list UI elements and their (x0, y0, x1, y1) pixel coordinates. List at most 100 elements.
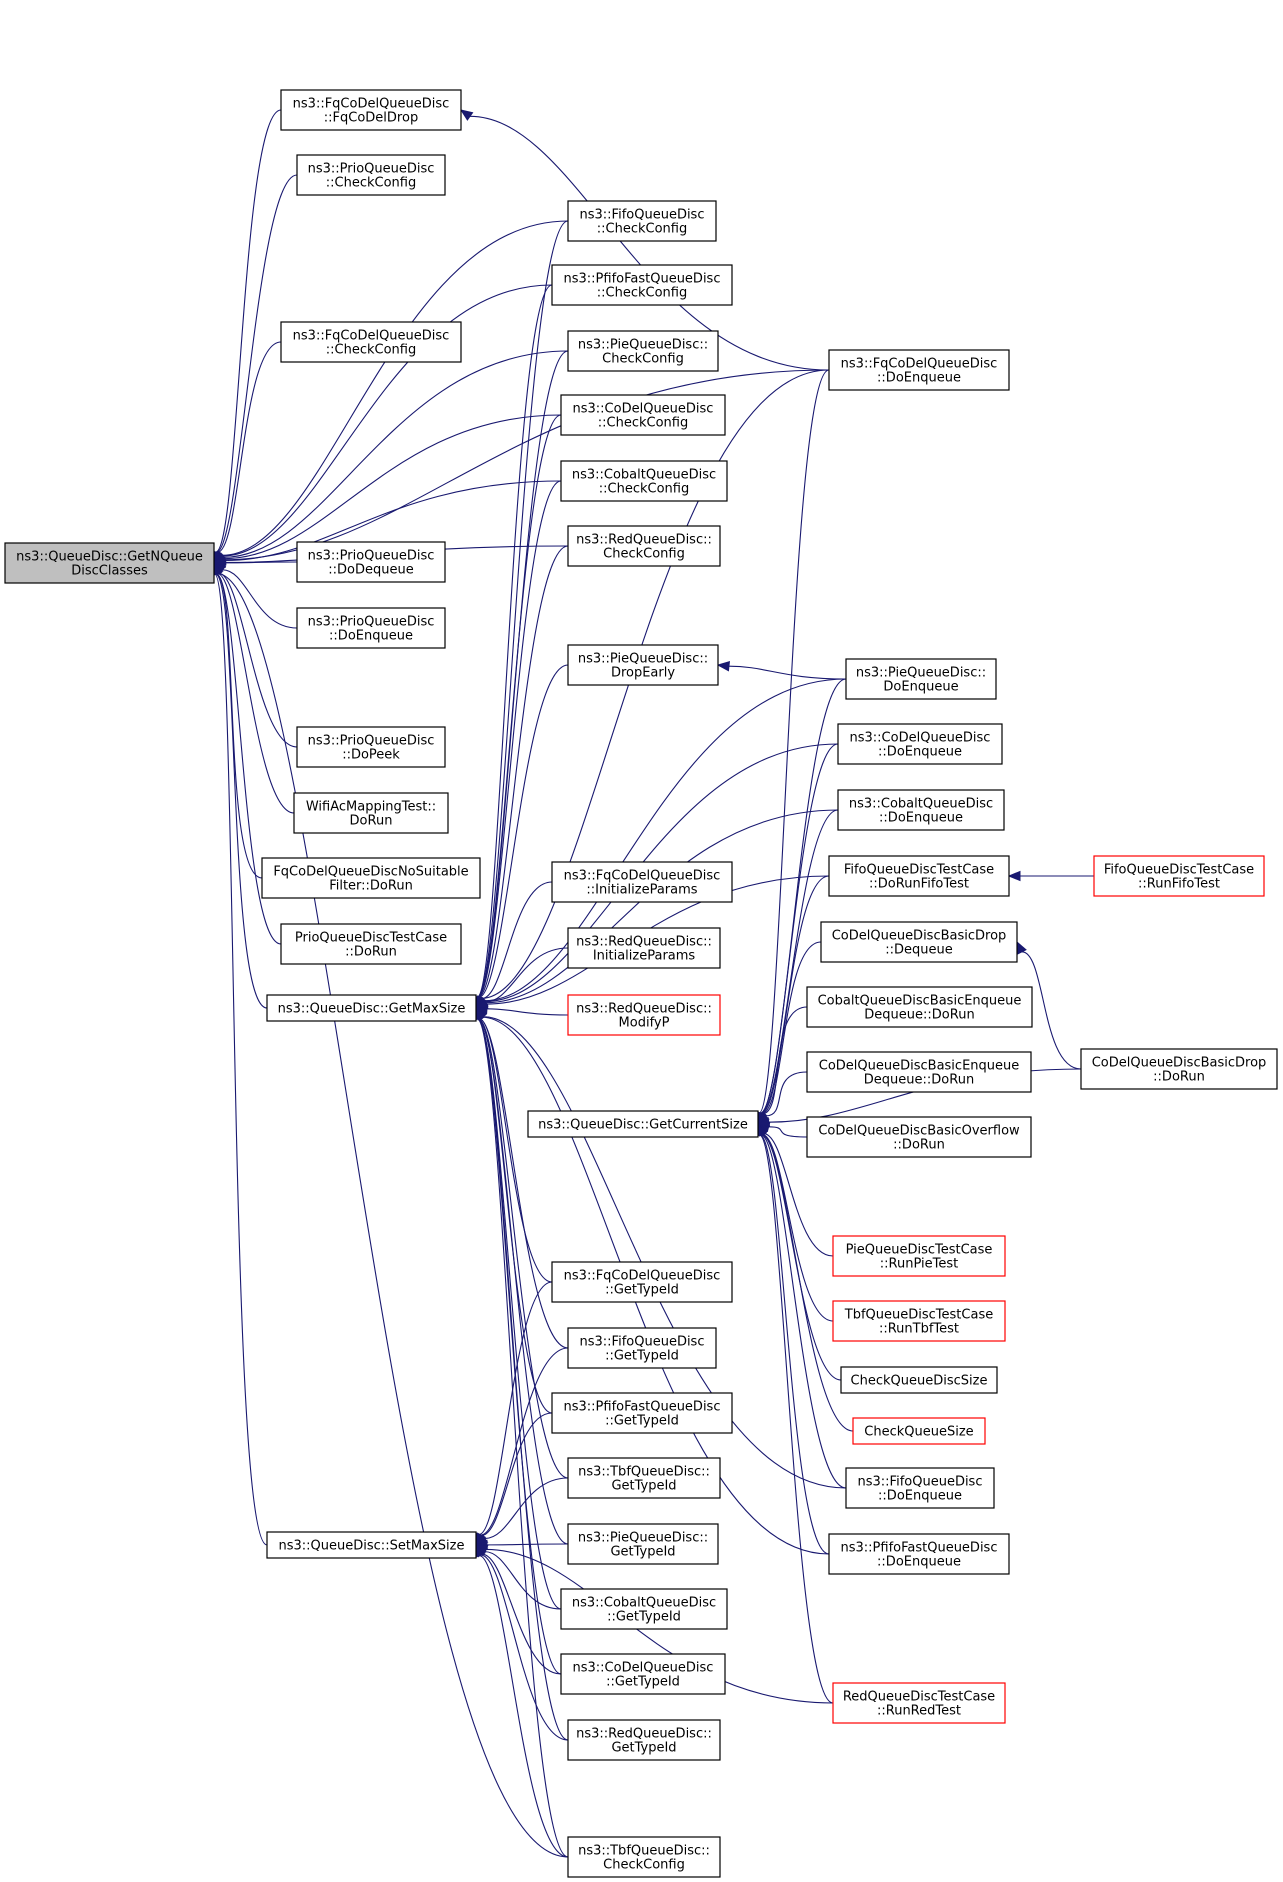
node-label-line: ::DoEnqueue (878, 1489, 962, 1504)
node-red-initparams[interactable]: ns3::RedQueueDisc::InitializeParams (567, 927, 721, 969)
node-label-line: ::DoEnqueue (329, 629, 413, 644)
node-box (527, 1110, 759, 1138)
node-box (828, 855, 1010, 897)
edge-fq-fqcodeldrop-to-root (210, 109, 282, 565)
edge-red-gettypeid-to-setmaxsize (475, 1543, 569, 1741)
node-box (828, 349, 1010, 391)
node-label-line: ::RunRedTest (877, 1704, 961, 1719)
node-codelbasicdrop-dequeue[interactable]: CoDelQueueDiscBasicDrop::Dequeue (820, 921, 1018, 963)
node-box (832, 1235, 1006, 1277)
node-prio-dodequeue[interactable]: ns3::PrioQueueDisc::DoDequeue (296, 541, 446, 583)
node-box (567, 644, 719, 686)
node-box (551, 264, 733, 306)
node-getmaxsize[interactable]: ns3::QueueDisc::GetMaxSize (266, 994, 477, 1022)
node-label-line: ns3::PieQueueDisc:: (578, 338, 708, 353)
node-label-line: GetTypeId (610, 1545, 675, 1560)
node-fifo-doenqueue[interactable]: ns3::FifoQueueDisc::DoEnqueue (845, 1467, 995, 1509)
node-fifo-gettypeid[interactable]: ns3::FifoQueueDisc::GetTypeId (567, 1327, 717, 1369)
node-box (567, 525, 721, 567)
node-codelbasicdrop-dorun[interactable]: CoDelQueueDiscBasicDrop::DoRun (1080, 1048, 1278, 1090)
node-pie-checkconfig[interactable]: ns3::PieQueueDisc::CheckConfig (567, 330, 719, 372)
node-label-line: FifoQueueDiscTestCase (1104, 863, 1254, 878)
node-checkqueuesize[interactable]: CheckQueueSize (852, 1417, 986, 1445)
node-label-line: CheckQueueDiscSize (851, 1374, 988, 1389)
node-label-line: ns3::PfifoFastQueueDisc (564, 272, 721, 287)
node-codelbasicover-dorun[interactable]: CoDelQueueDiscBasicOverflow::DoRun (806, 1116, 1032, 1158)
node-getcurrentsize[interactable]: ns3::QueueDisc::GetCurrentSize (527, 1110, 759, 1138)
node-box (551, 1261, 733, 1303)
edge-redtc-runred-to-getcurrentsize (754, 1122, 834, 1704)
node-codel-gettypeid[interactable]: ns3::CoDelQueueDisc::GetTypeId (560, 1653, 726, 1695)
edge-codelbasicenq-dorun-to-getcurrentsize (757, 1071, 808, 1125)
node-pfifo-gettypeid[interactable]: ns3::PfifoFastQueueDisc::GetTypeId (551, 1392, 733, 1434)
node-box (560, 1588, 728, 1630)
edge-pie-checkconfig-to-root (212, 350, 569, 564)
node-pie-gettypeid[interactable]: ns3::PieQueueDisc::GetTypeId (567, 1523, 719, 1565)
node-pie-doenqueue[interactable]: ns3::PieQueueDisc::DoEnqueue (845, 658, 997, 700)
node-label-line: CoDelQueueDiscBasicOverflow (818, 1124, 1020, 1139)
node-label-line: PrioQueueDiscTestCase (295, 931, 447, 946)
node-checkqueuedisc[interactable]: CheckQueueDiscSize (840, 1366, 998, 1394)
node-cobalt-gettypeid[interactable]: ns3::CobaltQueueDisc::GetTypeId (560, 1588, 728, 1630)
node-fq-checkconfig[interactable]: ns3::FqCoDelQueueDisc::CheckConfig (280, 321, 462, 363)
node-label-line: ns3::CoDelQueueDisc (850, 731, 991, 746)
edge-pie-doenqueue-to-pie-dropearly (716, 661, 847, 680)
node-box (1080, 1048, 1278, 1090)
node-box (567, 330, 719, 372)
node-cobalt-doenqueue[interactable]: ns3::CobaltQueueDisc::DoEnqueue (837, 789, 1005, 831)
node-label-line: CheckConfig (603, 547, 685, 562)
node-label-line: CoDelQueueDiscBasicDrop (832, 929, 1007, 944)
node-label-line: CheckConfig (602, 352, 684, 367)
node-fifo-checkconfig[interactable]: ns3::FifoQueueDisc::CheckConfig (567, 200, 717, 242)
edge-pie-gettypeid-to-setmaxsize (474, 1539, 569, 1551)
node-pie-dropearly[interactable]: ns3::PieQueueDisc::DropEarly (567, 644, 719, 686)
node-fq-doenqueue[interactable]: ns3::FqCoDelQueueDisc::DoEnqueue (828, 349, 1010, 391)
node-label-line: InitializeParams (593, 949, 696, 964)
node-label-line: ns3::RedQueueDisc:: (576, 1727, 712, 1742)
node-prio-checkconfig[interactable]: ns3::PrioQueueDisc::CheckConfig (296, 154, 446, 196)
node-label-line: ::CheckConfig (326, 176, 416, 191)
node-cobalt-checkconfig[interactable]: ns3::CobaltQueueDisc::CheckConfig (560, 460, 728, 502)
node-cobaltbasicenq-dorun[interactable]: CobaltQueueDiscBasicEnqueueDequeue::DoRu… (806, 986, 1033, 1028)
node-wifiac-dorun[interactable]: WifiAcMappingTest::DoRun (293, 792, 449, 834)
edge-codelbasicdrop-dequeue-to-getcurrentsize (756, 941, 822, 1126)
node-tbftc-runtbf[interactable]: TbfQueueDiscTestCase::RunTbfTest (832, 1300, 1006, 1342)
node-pfifo-doenqueue[interactable]: ns3::PfifoFastQueueDisc::DoEnqueue (828, 1533, 1010, 1575)
node-label-line: ns3::PrioQueueDisc (308, 734, 435, 749)
node-prio-dopeek[interactable]: ns3::PrioQueueDisc::DoPeek (296, 726, 446, 768)
edge-codelbasicdrop-dorun-to-codelbasicdrop-dequeue (1016, 940, 1082, 1070)
node-label-line: ns3::FqCoDelQueueDisc (293, 97, 450, 112)
node-prio-doenqueue[interactable]: ns3::PrioQueueDisc::DoEnqueue (296, 607, 446, 649)
node-redtc-runred[interactable]: RedQueueDiscTestCase::RunRedTest (832, 1682, 1006, 1724)
edge-fifotc-runfifo-to-fifotc-dorunfifo (1007, 870, 1095, 882)
node-box (280, 321, 462, 363)
node-fq-initparams[interactable]: ns3::FqCoDelQueueDisc::InitializeParams (551, 861, 733, 903)
node-codel-doenqueue[interactable]: ns3::CoDelQueueDisc::DoEnqueue (837, 723, 1003, 765)
node-fq-gettypeid[interactable]: ns3::FqCoDelQueueDisc::GetTypeId (551, 1261, 733, 1303)
node-fifotc-runfifo[interactable]: FifoQueueDiscTestCase::RunFifoTest (1093, 855, 1265, 897)
node-tbf-checkconfig[interactable]: ns3::TbfQueueDisc::CheckConfig (567, 1836, 721, 1878)
node-pietc-runpie[interactable]: PieQueueDiscTestCase::RunPieTest (832, 1235, 1006, 1277)
node-label-line: ::GetTypeId (605, 1283, 679, 1298)
node-setmaxsize[interactable]: ns3::QueueDisc::SetMaxSize (266, 1531, 477, 1559)
node-fifotc-dorunfifo[interactable]: FifoQueueDiscTestCase::DoRunFifoTest (828, 855, 1010, 897)
node-red-modifyp[interactable]: ns3::RedQueueDisc::ModifyP (567, 994, 721, 1036)
node-codel-checkconfig[interactable]: ns3::CoDelQueueDisc::CheckConfig (560, 394, 726, 436)
edge-red-modifyp-to-getmaxsize (474, 1003, 569, 1016)
node-label-line: ns3::TbfQueueDisc:: (578, 1844, 710, 1859)
node-label-line: GetTypeId (611, 1741, 676, 1756)
node-priotc-dorun[interactable]: PrioQueueDiscTestCase::DoRun (280, 923, 462, 965)
node-tbf-gettypeid[interactable]: ns3::TbfQueueDisc::GetTypeId (567, 1457, 721, 1499)
node-pfifo-checkconfig[interactable]: ns3::PfifoFastQueueDisc::CheckConfig (551, 264, 733, 306)
node-label-line: ns3::CobaltQueueDisc (849, 797, 993, 812)
node-fq-fqcodeldrop[interactable]: ns3::FqCoDelQueueDisc::FqCoDelDrop (280, 89, 462, 131)
node-label-line: ns3::FifoQueueDisc (580, 208, 705, 223)
node-red-checkconfig[interactable]: ns3::RedQueueDisc::CheckConfig (567, 525, 721, 567)
node-box (567, 200, 717, 242)
node-box (567, 1523, 719, 1565)
node-red-gettypeid[interactable]: ns3::RedQueueDisc::GetTypeId (567, 1719, 721, 1761)
node-label-line: ::DoPeek (342, 748, 400, 763)
